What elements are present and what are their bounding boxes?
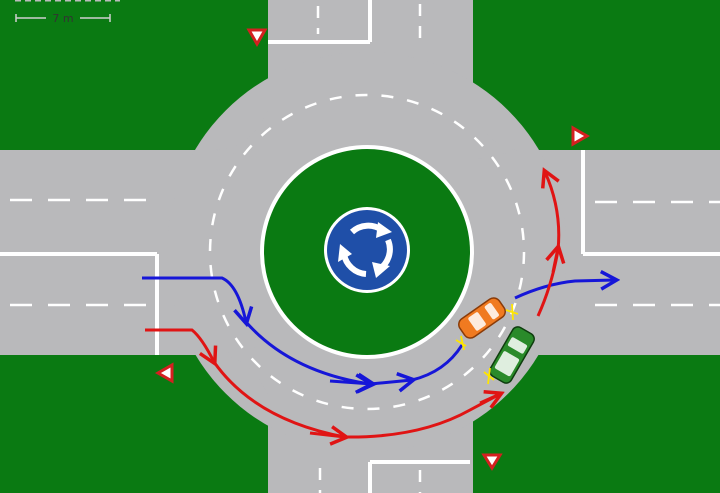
blue-path-arrow-mid: [329, 381, 372, 384]
red-path-arrow-mid: [309, 433, 345, 437]
red-path-arrow-end: [479, 394, 500, 403]
orange-car-icon: [458, 297, 506, 339]
yield-sign-icon: [481, 453, 503, 471]
mandatory-roundabout-sign-icon: [324, 207, 410, 293]
yield-sign-icon: [571, 125, 591, 147]
blue-path: [142, 276, 246, 322]
scale-bar-label: 7 m: [52, 12, 73, 25]
red-path: [145, 328, 214, 362]
yield-sign-icon: [246, 28, 268, 48]
collision-spark-icon: [455, 303, 519, 385]
yield-sign-icon: [154, 362, 174, 384]
flare-sw: [215, 345, 268, 395]
flare-ne: [473, 110, 520, 160]
roundabout-lane-dashes: [208, 93, 526, 411]
green-car-icon: [489, 326, 535, 384]
red-path-exit-arrow: [553, 248, 558, 273]
scale-bar: 7 m: [8, 0, 124, 25]
flare-nw: [215, 110, 268, 160]
